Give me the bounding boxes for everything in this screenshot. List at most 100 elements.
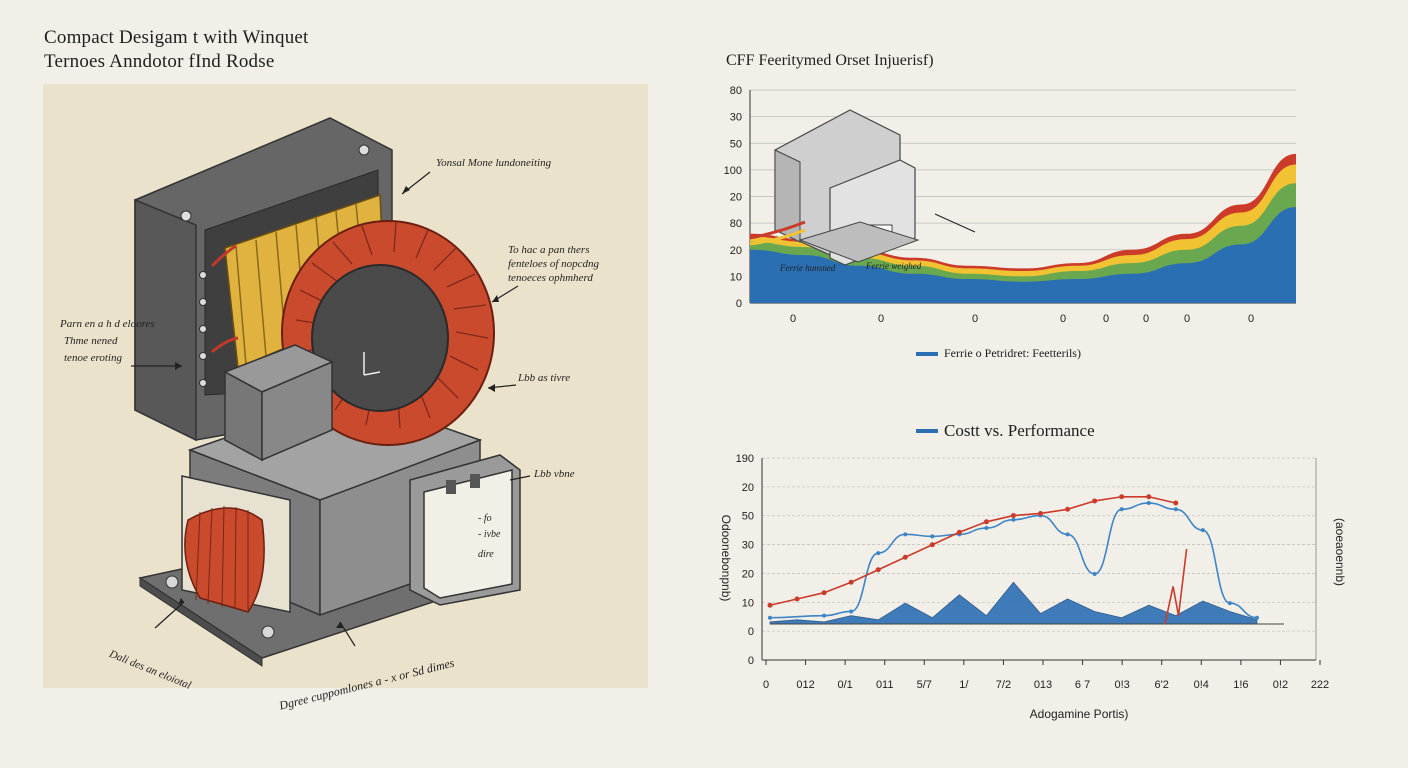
blue-line-point: [876, 551, 881, 556]
inset-label-1: Ferrie hunsned: [780, 263, 836, 273]
red-line-point: [1038, 510, 1044, 516]
y-tick-label: 30: [742, 540, 754, 552]
red-line-point: [875, 567, 881, 573]
x-tick-label: 012: [796, 679, 814, 691]
y-tick-label: 10: [742, 597, 754, 609]
inset-transformer-icon: [774, 109, 920, 266]
mount-hole: [165, 575, 179, 589]
blue-line-series: [769, 502, 1258, 619]
y-axis-label-right: (aoeaoennb): [1333, 518, 1347, 586]
x-tick-label: 0/1: [837, 679, 852, 691]
terminal-pin: [470, 474, 480, 488]
figure-title-line1: Compact Desigam t with Winquet: [44, 27, 309, 48]
base-plate-edge: [139, 577, 263, 667]
red-line-point: [1010, 513, 1016, 519]
blue-line-point: [1119, 507, 1124, 512]
inset-wire: [749, 228, 806, 246]
y-tick-label: 50: [742, 511, 754, 523]
top-chart-legend: Ferrie o Petridret: Feetterils): [916, 346, 1081, 361]
clamp-block-side: [261, 360, 333, 462]
red-line-point: [821, 590, 827, 596]
y-tick-label: 30: [730, 112, 742, 124]
red-line-point: [1092, 498, 1098, 504]
blue-line-point: [1065, 532, 1070, 537]
figure-title: Compact Desigam t with Winquet Ternoes A…: [44, 26, 309, 74]
x-tick-label: 7/2: [996, 679, 1011, 691]
bottom-chart-title-row: Costt vs. Performance: [916, 421, 1095, 441]
callout-lower-right: Lbb vbne: [534, 468, 575, 480]
box-text-3: dire: [478, 549, 494, 560]
red-line-point: [1119, 494, 1125, 500]
red-line-point: [1146, 494, 1152, 500]
x-tick-label: 222: [1311, 679, 1329, 691]
figure-title-line2: Ternoes Anndotor fInd Rodse: [44, 51, 275, 72]
x-tick-label: 6 7: [1075, 679, 1090, 691]
x-tick-label: 0: [972, 313, 978, 325]
callout-left-1: Parn en a h d eloores: [60, 318, 155, 330]
top-chart-title: CFF Feeritymed Orset Injuerisf): [726, 52, 934, 69]
callout-right-2: fenteloes of nopcdng: [508, 258, 600, 270]
mount-hole: [358, 144, 370, 156]
blue-line-point: [822, 613, 827, 618]
red-line-series: [769, 495, 1176, 607]
x-axis-label: Adogamine Portis): [1030, 707, 1129, 721]
y-tick-label: 20: [730, 192, 742, 204]
red-line-point: [956, 529, 962, 535]
red-line-point: [929, 542, 935, 548]
red-line-point: [767, 602, 773, 608]
red-line-point: [1173, 500, 1179, 506]
inset-wire: [749, 220, 806, 240]
x-tick-label: 0: [1103, 313, 1109, 325]
x-tick-label: 0: [1248, 313, 1254, 325]
box-text-2: - ivbe: [478, 529, 501, 540]
y-tick-label: 20: [730, 245, 742, 257]
blue-line-point: [1200, 528, 1205, 533]
x-tick-label: 0: [878, 313, 884, 325]
box-text-1: - fo: [478, 513, 492, 524]
blue-line-point: [849, 609, 854, 614]
bottom-chart-title: Costt vs. Performance: [944, 421, 1095, 440]
y-tick-label: 0: [748, 626, 754, 638]
blue-line-point: [1254, 615, 1259, 620]
blue-line-point: [903, 532, 908, 537]
y-tick-label: 20: [742, 568, 754, 580]
x-tick-label: 011: [876, 679, 894, 691]
y-tick-label: 0: [748, 655, 754, 667]
red-line-point: [983, 519, 989, 525]
y-tick-label: 0: [736, 298, 742, 310]
y-tick-label: 80: [730, 218, 742, 230]
blue-line-point: [1092, 571, 1097, 576]
y-tick-label: 100: [724, 165, 742, 177]
x-tick-label: 0: [1184, 313, 1190, 325]
x-tick-label: 0!4: [1194, 679, 1209, 691]
toroid-hole: [311, 264, 449, 412]
red-line-point: [902, 554, 908, 560]
area-series-0: [750, 207, 1296, 303]
terminal-box-face: [423, 469, 513, 599]
y-tick-label: 50: [730, 138, 742, 150]
small-coil-winding: [184, 507, 265, 613]
y-tick-label: 20: [742, 482, 754, 494]
inset-label-2: Ferrie weighed: [866, 261, 922, 271]
spiky-area-series: [769, 581, 1258, 625]
blue-line-point: [1146, 501, 1151, 506]
callout-top: Yonsal Mone lundoneiting: [436, 157, 552, 169]
top-chart-legend-label: Ferrie o Petridret: Feetterils): [944, 346, 1081, 360]
x-tick-label: 0: [1060, 313, 1066, 325]
x-tick-label: 0!3: [1114, 679, 1129, 691]
callout-mid-right: Lbb as tivre: [518, 372, 571, 384]
legend-swatch-icon: [916, 429, 938, 433]
legend-swatch-icon: [916, 351, 938, 356]
blue-line-point: [1173, 507, 1178, 512]
x-tick-label: 6'2: [1155, 679, 1169, 691]
x-tick-label: 1/: [959, 679, 969, 691]
callout-right-1: To hac a pan thers: [508, 244, 590, 256]
y-axis-label-left: Odoonebonpnb): [719, 515, 733, 602]
y-tick-label: 190: [736, 453, 754, 465]
x-tick-label: 013: [1034, 679, 1052, 691]
red-spike: [1164, 548, 1188, 625]
x-tick-label: 5/7: [917, 679, 932, 691]
